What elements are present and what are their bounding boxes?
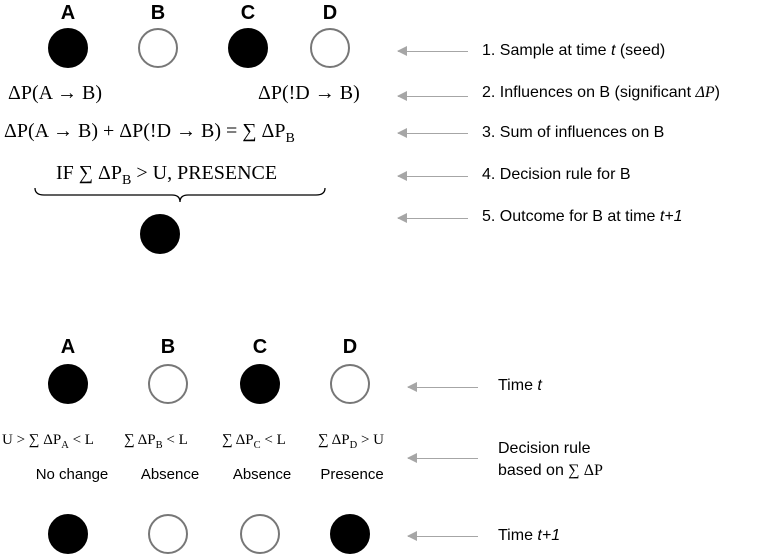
decision-brace [34, 188, 326, 203]
bottom-node-d-time-t [330, 364, 370, 404]
decision-rule-text: IF ∑ ΔPB > U, PRESENCE [56, 162, 278, 188]
bottom-node-c-time-t1 [240, 514, 280, 554]
time-t-arrow [407, 382, 478, 392]
bottom-node-b-time-t [148, 364, 188, 404]
time-t-label: Time t [498, 377, 542, 394]
rule-a: U > ∑ ΔPA < L [2, 432, 94, 451]
step-5-arrow [397, 213, 468, 223]
outcome-c: Absence [232, 466, 292, 483]
step-2-arrow [397, 91, 468, 101]
bottom-node-d-time-t1 [330, 514, 370, 554]
outcome-a: No change [35, 466, 109, 483]
outcome-b: Absence [140, 466, 200, 483]
bottom-node-label-d: D [342, 336, 358, 358]
top-node-b [138, 28, 178, 68]
bottom-node-label-b: B [160, 336, 176, 358]
step-5-label: 5. Outcome for B at time t+1 [482, 208, 683, 225]
sum-of-influences-equation: ΔP(A → B) + ΔP(!D → B) = ∑ ΔPB [4, 120, 295, 146]
time-t1-arrow [407, 531, 478, 541]
rule-c: ∑ ΔPC < L [222, 432, 286, 451]
decision-rule-label-line2: based on ∑ ΔP [498, 462, 603, 479]
bottom-node-b-time-t1 [148, 514, 188, 554]
top-node-label-a: A [60, 2, 76, 24]
influence-a-to-b: ΔP(A → B) [8, 82, 102, 104]
bottom-node-a-time-t [48, 364, 88, 404]
top-node-a [48, 28, 88, 68]
decision-rule-arrow [407, 453, 478, 463]
top-node-label-b: B [150, 2, 166, 24]
step-1-label: 1. Sample at time t (seed) [482, 42, 666, 59]
outcome-d: Presence [320, 466, 384, 483]
bottom-node-c-time-t [240, 364, 280, 404]
influence-not-d-to-b: ΔP(!D → B) [258, 82, 360, 104]
step-1-arrow [397, 46, 468, 56]
decision-rule-label-line1: Decision rule [498, 440, 591, 457]
top-node-c [228, 28, 268, 68]
rule-b: ∑ ΔPB < L [124, 432, 188, 451]
top-node-label-c: C [240, 2, 256, 24]
step-3-label: 3. Sum of influences on B [482, 124, 665, 141]
top-node-label-d: D [322, 2, 338, 24]
bottom-node-label-a: A [60, 336, 76, 358]
time-t1-label: Time t+1 [498, 527, 561, 544]
top-node-d [310, 28, 350, 68]
step-2-label: 2. Influences on B (significant ΔP) [482, 84, 720, 101]
top-outcome-b [140, 214, 180, 254]
bottom-node-a-time-t1 [48, 514, 88, 554]
rule-d: ∑ ΔPD > U [318, 432, 384, 451]
step-4-arrow [397, 171, 468, 181]
step-3-arrow [397, 128, 468, 138]
step-4-label: 4. Decision rule for B [482, 166, 631, 183]
bottom-node-label-c: C [252, 336, 268, 358]
